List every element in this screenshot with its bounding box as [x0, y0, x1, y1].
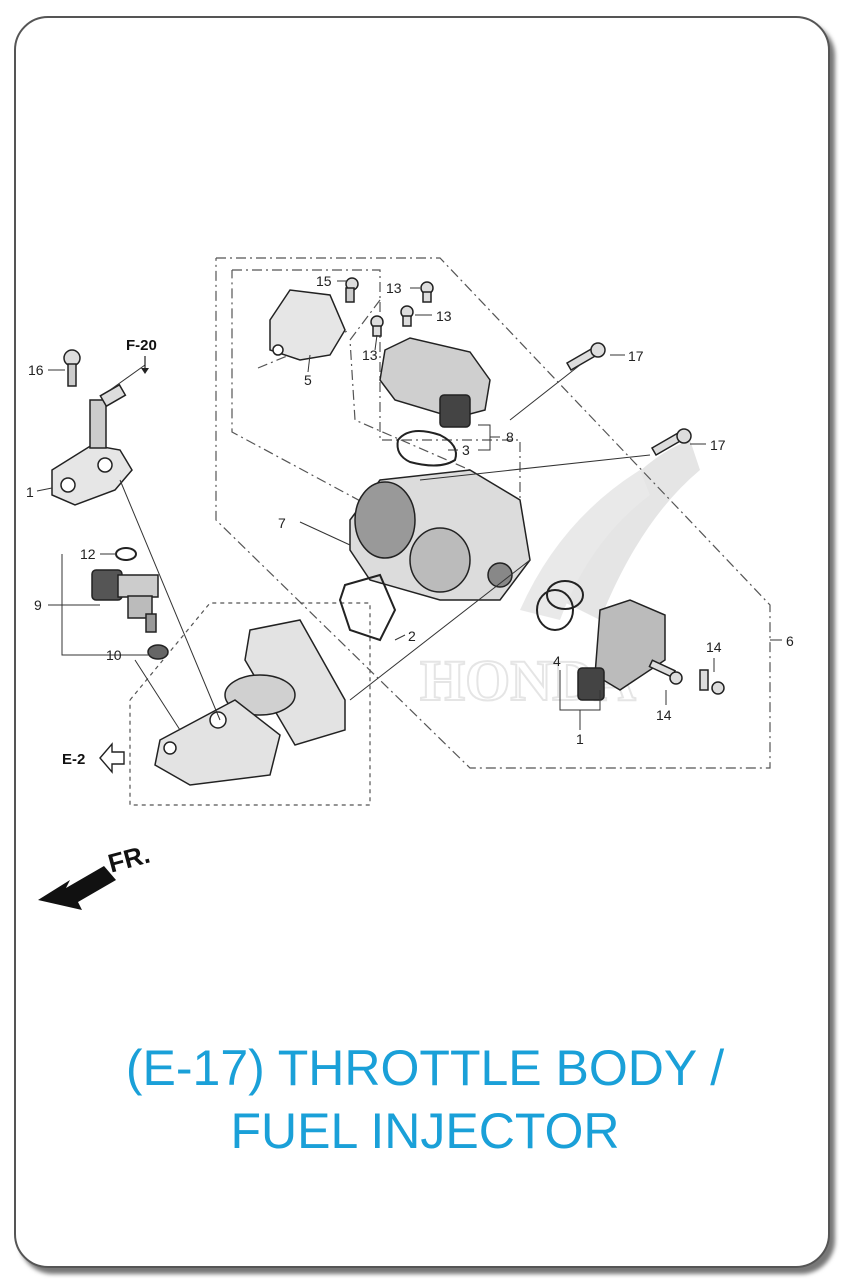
- front-label: FR.: [105, 839, 153, 879]
- callout-13-left: 13: [362, 347, 378, 363]
- seal-10: [147, 644, 169, 660]
- callout-9: 9: [34, 597, 42, 613]
- screws-13: [370, 281, 434, 337]
- leader-lines: [36, 280, 782, 731]
- injector-cap: [51, 383, 133, 506]
- ref-e2: E-2: [62, 742, 125, 774]
- sensor-1-right: [577, 599, 666, 701]
- o-ring-12: [115, 547, 137, 561]
- bracket-5: [269, 289, 346, 361]
- callout-7: 7: [278, 515, 286, 531]
- callout-6: 6: [786, 633, 794, 649]
- front-arrow-icon: [38, 866, 116, 910]
- callout-14-right: 14: [706, 639, 722, 655]
- title-line-2: FUEL INJECTOR: [230, 1103, 620, 1159]
- callout-14-left: 14: [656, 707, 672, 723]
- callout-13-top: 13: [386, 280, 402, 296]
- o-rings-4: [536, 580, 584, 631]
- callout-1-right: 1: [576, 731, 584, 747]
- callout-16: 16: [28, 362, 44, 378]
- callout-3: 3: [462, 442, 470, 458]
- ref-f20-label: F-20: [126, 337, 157, 354]
- bolt-16: [63, 349, 81, 387]
- callout-10: 10: [106, 647, 122, 663]
- callout-2: 2: [408, 628, 416, 644]
- callout-12: 12: [80, 546, 96, 562]
- callout-17-bottom: 17: [710, 437, 726, 453]
- callout-15: 15: [316, 273, 332, 289]
- bolts-14: [648, 659, 725, 695]
- callout-8: 8: [506, 429, 514, 445]
- callout-17-top: 17: [628, 348, 644, 364]
- bolts-17: [565, 342, 692, 456]
- gasket-2: [338, 573, 397, 642]
- gasket-3: [396, 430, 457, 467]
- ref-f20: F-20: [126, 337, 157, 374]
- callout-13-mid: 13: [436, 308, 452, 324]
- e2-arrow-icon: [99, 742, 125, 774]
- callout-1-left: 1: [26, 484, 34, 500]
- callout-5: 5: [304, 372, 312, 388]
- sensor-unit-8: [379, 337, 491, 428]
- intake-manifold: [154, 619, 346, 786]
- fuel-injector: [91, 569, 159, 633]
- title-line-1: (E-17) THROTTLE BODY /: [125, 1040, 725, 1096]
- callout-4: 4: [553, 653, 561, 669]
- ref-e2-label: E-2: [62, 751, 85, 768]
- throttle-body-7: [349, 469, 531, 601]
- callout-labels: 16 1 12 9 10 15 5 13 13 13 8 3 7 2 17 17…: [26, 273, 794, 747]
- manifold-outline: [129, 602, 371, 806]
- front-indicator: FR.: [38, 839, 153, 910]
- card-frame: [14, 16, 830, 1268]
- bolt-15: [345, 277, 359, 303]
